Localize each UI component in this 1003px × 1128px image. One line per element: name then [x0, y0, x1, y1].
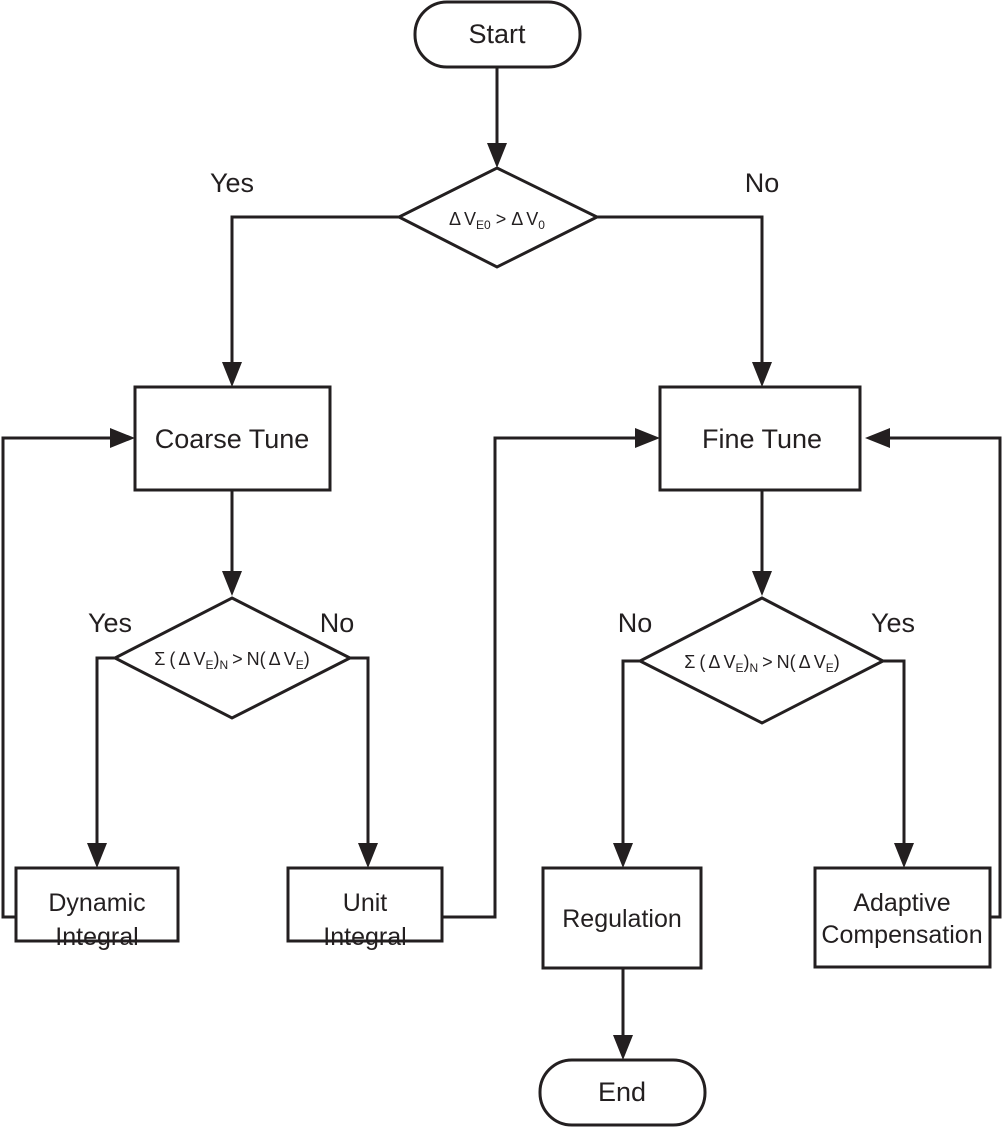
v-symbol: V [464, 209, 476, 229]
top-yes-label: Yes [210, 168, 254, 198]
delta-symbol: Δ [178, 649, 190, 669]
arrowhead-down [752, 571, 772, 596]
edge-adaptive-loop-to-fine [885, 436, 1002, 919]
greater-than-symbol: > [232, 649, 243, 669]
edge-coarse-yes-to-dynamic [95, 656, 115, 847]
decision-coarse [111, 596, 354, 720]
arrowhead-right [635, 428, 660, 448]
edge-yes-to-coarse-tune [230, 215, 399, 367]
shapes [14, 0, 992, 1127]
arrowhead-down [222, 362, 242, 387]
start-terminal [413, 0, 582, 69]
edge-labels: Yes No Yes No No Yes [88, 168, 915, 638]
unit-integral-line-2: Integral [323, 923, 406, 951]
greater-than-symbol: > [496, 209, 507, 229]
sigma-symbol: Σ [684, 652, 695, 672]
n-open: N( [777, 652, 796, 672]
coarse-tune-box [133, 385, 332, 492]
greater-than-symbol: > [762, 652, 773, 672]
edge-unit-to-fine-tune [442, 436, 640, 919]
delta-symbol: Δ [799, 652, 811, 672]
delta-symbol: Δ [269, 649, 281, 669]
end-label: End [598, 1077, 646, 1107]
edge-dynamic-loop-to-coarse [1, 436, 115, 919]
close-paren: ) [304, 649, 310, 669]
subscript-n: N [749, 661, 758, 675]
subscript-e: E [826, 661, 834, 675]
regulation-label: Regulation [562, 905, 682, 933]
delta-symbol: Δ [511, 209, 523, 229]
subscript-e: E [735, 661, 743, 675]
arrowheads [87, 143, 914, 1060]
decision-top [395, 166, 601, 269]
edge-fine-yes-to-adaptive [883, 659, 906, 847]
close-paren: ) [834, 652, 840, 672]
adaptive-compensation-box [813, 866, 992, 969]
regulation-box [541, 866, 703, 970]
edge-fine-no-to-regulation [621, 659, 640, 847]
arrowhead-down [752, 362, 772, 387]
dynamic-integral-box [14, 866, 180, 943]
subscript-n: N [219, 658, 228, 672]
unit-integral-line-1: Unit [343, 889, 388, 917]
edge-coarse-no-to-unit [350, 656, 370, 847]
decision-fine [636, 596, 887, 725]
coarse-no-label: No [320, 608, 355, 638]
arrowhead-left [865, 428, 890, 448]
v-symbol: V [284, 649, 296, 669]
arrowhead-down [222, 571, 242, 596]
v-symbol: V [193, 649, 205, 669]
coarse-yes-label: Yes [88, 608, 132, 638]
fine-tune-label: Fine Tune [702, 424, 822, 454]
arrowhead-right [110, 428, 135, 448]
adaptive-compensation-line-1: Adaptive [853, 889, 950, 917]
edge-no-to-fine-tune [597, 215, 764, 367]
arrowhead-down [613, 843, 633, 868]
fine-yes-label: Yes [871, 608, 915, 638]
open-paren: ( [169, 649, 175, 669]
delta-symbol: Δ [708, 652, 720, 672]
top-no-label: No [745, 168, 780, 198]
dynamic-integral-line-2: Integral [55, 923, 138, 951]
delta-symbol: Δ [449, 209, 461, 229]
unit-integral-box [286, 866, 444, 943]
subscript-e: E [296, 658, 304, 672]
coarse-tune-label: Coarse Tune [155, 424, 310, 454]
fine-no-label: No [618, 608, 653, 638]
start-label: Start [468, 19, 526, 49]
arrowhead-down [487, 143, 507, 168]
v-symbol: V [814, 652, 826, 672]
n-open: N( [247, 649, 266, 669]
sigma-symbol: Σ [154, 649, 165, 669]
v-symbol: V [723, 652, 735, 672]
arrowhead-down [87, 843, 107, 868]
close-paren: ) [213, 649, 219, 669]
adaptive-compensation-line-2: Compensation [821, 921, 982, 949]
subscript-zero: 0 [538, 218, 545, 232]
arrowhead-down [613, 1035, 633, 1060]
arrowhead-down [358, 843, 378, 868]
connectors [1, 67, 1002, 1040]
dynamic-integral-line-1: Dynamic [48, 889, 145, 917]
close-paren: ) [743, 652, 749, 672]
arrowhead-down [894, 843, 914, 868]
subscript-e: E [205, 658, 213, 672]
subscript-e0: E0 [476, 218, 491, 232]
open-paren: ( [699, 652, 705, 672]
fine-tune-box [658, 385, 862, 492]
v-symbol: V [526, 209, 538, 229]
end-terminal [538, 1058, 707, 1127]
